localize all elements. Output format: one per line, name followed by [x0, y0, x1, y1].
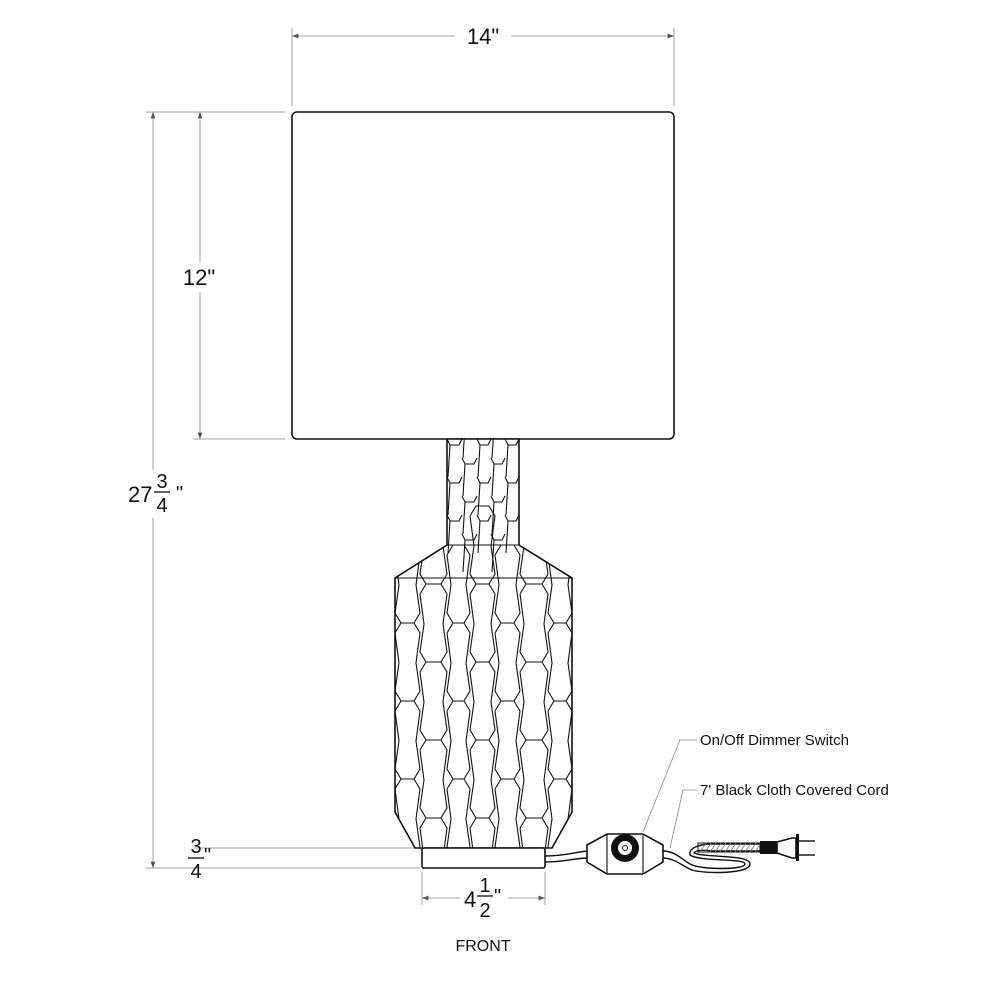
dimmer-switch-icon	[586, 833, 664, 875]
shade-height-label: 12"	[183, 265, 215, 290]
svg-text:": "	[494, 886, 501, 908]
shade-height-dimension: 12"	[176, 111, 285, 440]
base-height-den: 4	[190, 861, 201, 883]
svg-text:": "	[204, 845, 211, 867]
base-width-den: 2	[479, 900, 490, 922]
cord-callout-label: 7' Black Cloth Covered Cord	[700, 782, 889, 799]
base-width-whole: 4	[464, 887, 476, 912]
view-label: FRONT	[455, 938, 510, 955]
svg-text:": "	[176, 483, 183, 505]
overall-height-whole: 27	[128, 482, 152, 507]
overall-height-num: 3	[156, 471, 167, 493]
power-cord	[544, 842, 762, 874]
overall-height-den: 4	[156, 495, 167, 517]
base-width-num: 1	[479, 875, 490, 897]
switch-callout-label: On/Off Dimmer Switch	[700, 732, 849, 749]
cord-callout: 7' Black Cloth Covered Cord	[669, 782, 889, 849]
lamp-base	[421, 847, 546, 869]
base-width-dimension: 4 1 2 "	[421, 872, 546, 922]
shade-width-dimension: 14"	[291, 22, 675, 106]
base-height-dimension: 3 4 "	[188, 836, 420, 883]
lamp-shade	[291, 111, 675, 440]
switch-callout: On/Off Dimmer Switch	[642, 732, 849, 833]
plug-icon	[760, 834, 815, 861]
shade-width-label: 14"	[467, 24, 499, 49]
base-height-num: 3	[190, 836, 201, 858]
overall-height-dimension: 27 3 4 "	[122, 111, 420, 869]
